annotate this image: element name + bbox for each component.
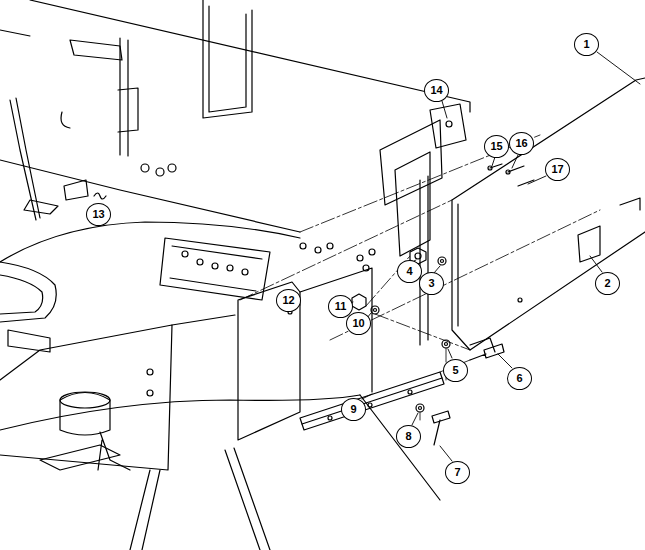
callout-number: 2 xyxy=(595,272,620,295)
callout-number: 6 xyxy=(507,367,532,390)
callout-number: 16 xyxy=(509,132,534,155)
callout-number: 14 xyxy=(424,79,449,102)
callout-number: 3 xyxy=(419,272,444,295)
callout-number: 11 xyxy=(328,295,353,318)
callout-number: 7 xyxy=(445,461,470,484)
callout-number: 12 xyxy=(276,289,301,312)
callout-number: 15 xyxy=(484,135,509,158)
callout-number: 5 xyxy=(443,359,468,382)
callout-number: 1 xyxy=(574,33,599,56)
callout-number: 8 xyxy=(396,425,421,448)
callout-number: 17 xyxy=(545,158,570,181)
callout-number: 10 xyxy=(346,312,371,335)
callout-number: 13 xyxy=(86,203,111,226)
callout-number: 4 xyxy=(397,260,422,283)
callout-number: 9 xyxy=(341,398,366,421)
